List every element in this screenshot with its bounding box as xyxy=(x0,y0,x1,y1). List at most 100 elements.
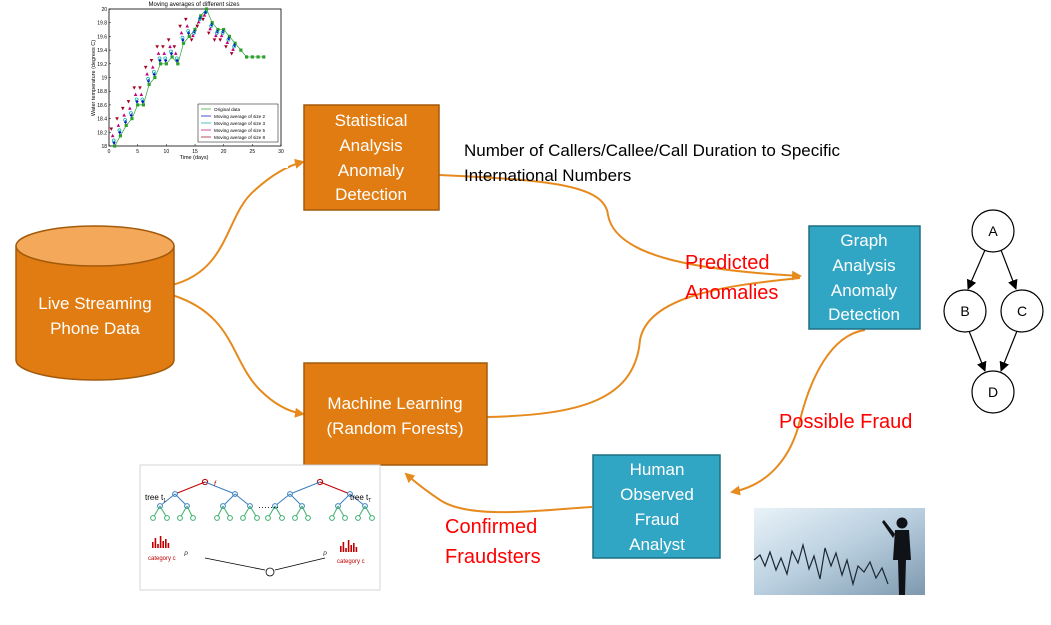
forest-split-label: f xyxy=(214,481,217,488)
chart-marker xyxy=(210,21,214,25)
forest-leaf xyxy=(177,515,183,521)
chart-marker xyxy=(189,38,194,42)
forest-branch xyxy=(204,481,236,495)
forest-leaf xyxy=(214,515,220,521)
chart-marker xyxy=(112,140,116,145)
chart-marker xyxy=(164,62,168,66)
forest-aggregate-node xyxy=(265,567,275,577)
ml-label-line2: (Random Forests) xyxy=(327,419,464,438)
possible-fraud-label: Possible Fraud xyxy=(779,411,912,433)
photo-stock-line xyxy=(753,542,889,587)
chart-marker xyxy=(149,58,154,63)
forest-leaf xyxy=(150,515,156,521)
chart-marker xyxy=(216,27,220,32)
graph-node-c-label: C xyxy=(1017,303,1027,319)
forest-category-right: category c xyxy=(337,559,365,565)
chart-marker xyxy=(232,44,236,49)
database-label-line2: Phone Data xyxy=(50,319,140,338)
chart-marker xyxy=(136,103,140,107)
chart-marker xyxy=(224,45,228,49)
graph-inset: A B C D xyxy=(943,209,1044,414)
chart-marker xyxy=(226,37,231,42)
chart-marker xyxy=(184,17,188,22)
chart-marker xyxy=(208,26,212,31)
predicted-label-line2: Anomalies xyxy=(685,282,778,304)
chart-marker xyxy=(179,30,184,35)
chart-marker xyxy=(209,24,214,28)
chart-marker xyxy=(111,138,116,143)
human-label-line1: Human xyxy=(630,460,685,479)
forest-branch xyxy=(289,481,321,495)
human-node: Human Observed Fraud Analyst xyxy=(592,454,721,559)
chart-marker xyxy=(231,47,235,51)
arrow-ml-to-graph xyxy=(486,277,801,418)
chart-marker xyxy=(219,33,224,38)
forest-hist-bar xyxy=(347,540,350,552)
chart-ytick-label: 19.6 xyxy=(97,34,107,40)
chart-inset-series xyxy=(109,7,266,148)
graph-label-line3: Anomaly xyxy=(831,281,898,300)
forest-hist-bar xyxy=(340,546,342,552)
stats-node: Statistical Analysis Anomaly Detection xyxy=(303,104,440,211)
ml-box xyxy=(303,362,488,466)
forest-leaf xyxy=(227,515,233,521)
chart-xtick-label: 15 xyxy=(192,149,198,155)
edge-a-b xyxy=(967,249,986,290)
chart-marker xyxy=(239,48,243,52)
chart-marker xyxy=(201,17,205,22)
chart-marker xyxy=(225,40,230,44)
arrow-stats-to-graph xyxy=(438,174,802,281)
forest-hist-bar xyxy=(353,543,355,552)
chart-marker xyxy=(233,41,237,45)
chart-xtick-label: 30 xyxy=(278,149,284,155)
forest-branch xyxy=(174,481,206,495)
chart-marker xyxy=(191,33,195,38)
forest-trees xyxy=(150,478,375,577)
forest-hist-bar xyxy=(162,541,164,548)
forest-branch xyxy=(234,493,251,507)
chart-marker xyxy=(145,72,149,76)
chart-marker xyxy=(132,86,137,90)
database-label-line1: Live Streaming xyxy=(38,294,151,313)
forest-leaf xyxy=(190,515,196,521)
chart-marker xyxy=(156,51,161,55)
forest-branch xyxy=(159,493,176,507)
forest-leaf xyxy=(254,515,260,521)
chart-xtick-label: 5 xyxy=(136,149,139,155)
chart-marker xyxy=(133,92,138,97)
forest-leaf xyxy=(305,515,311,521)
database-top xyxy=(15,225,175,267)
chart-marker xyxy=(162,51,167,55)
chart-marker xyxy=(218,38,223,42)
chart-ytick-label: 19 xyxy=(101,76,107,82)
callers-label-line2: International Numbers xyxy=(464,166,631,185)
edge-c-d xyxy=(999,330,1018,372)
chart-marker xyxy=(163,56,168,61)
chart-marker xyxy=(109,127,114,131)
forest-leaf xyxy=(265,515,271,521)
chart-marker xyxy=(126,100,131,104)
chart-ytick-label: 19.2 xyxy=(97,62,107,68)
chart-marker xyxy=(185,24,190,28)
chart-legend-entry: Moving average of size 5 xyxy=(214,128,266,133)
forest-hist-bar xyxy=(159,536,162,548)
stats-label-line3: Anomaly xyxy=(338,161,405,180)
human-label-line3: Fraud xyxy=(635,510,679,529)
forest-leaf xyxy=(164,515,170,521)
callers-label-line1: Number of Callers/Callee/Call Duration t… xyxy=(464,141,841,160)
graph-node-d-circle xyxy=(971,370,1015,414)
chart-ytick-label: 20 xyxy=(101,7,107,13)
forest-hist-bar xyxy=(152,542,154,548)
chart-marker xyxy=(169,49,173,54)
chart-marker xyxy=(141,103,145,107)
chart-marker xyxy=(166,38,171,42)
forest-p-left: P xyxy=(184,552,188,558)
forest-hist-bar xyxy=(167,543,170,548)
database-body xyxy=(15,246,175,381)
ml-label-line1: Machine Learning xyxy=(327,394,462,413)
chart-marker xyxy=(203,10,208,15)
chart-marker xyxy=(193,27,197,32)
